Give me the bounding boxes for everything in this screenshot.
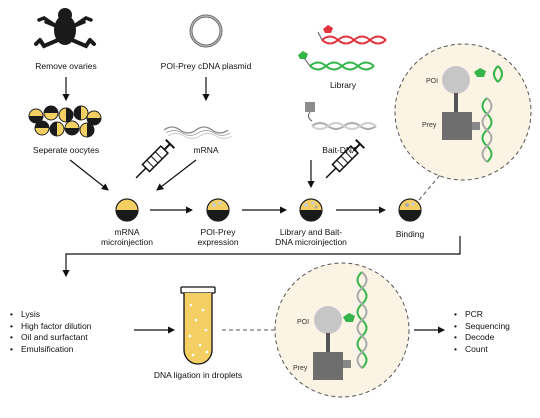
prey-label-top: Prey xyxy=(422,122,437,129)
frog-icon xyxy=(34,8,96,49)
remove-ovaries-label: Remove ovaries xyxy=(35,61,97,71)
library-dna-icon xyxy=(298,25,387,71)
ligation-complex-icon xyxy=(313,271,368,380)
oocytes-icon xyxy=(28,105,102,138)
separate-oocytes-label: Seperate oocytes xyxy=(32,145,100,155)
mrna-label: mRNA xyxy=(193,145,219,155)
droplet-ligation-label: DNA ligation in droplets xyxy=(153,370,243,380)
sample-prep-list: Lysis High factor dilution Oil and surfa… xyxy=(10,309,91,355)
library-microinjection-label: Library and Bait- DNA microinjection xyxy=(275,227,347,247)
library-label: Library xyxy=(330,80,356,90)
bait-dna-label: Bait-DNA xyxy=(322,145,358,155)
binding-label: Binding xyxy=(395,229,425,239)
flow-arrows xyxy=(62,77,461,334)
oocyte-library-icon xyxy=(299,198,323,222)
poi-label-bottom: POI xyxy=(297,319,310,326)
syringe-icon xyxy=(135,139,175,179)
list-item: Emulsification xyxy=(10,344,91,356)
poi-prey-expression-label: POI-Prey expression xyxy=(197,227,239,247)
list-item: Decode xyxy=(454,332,510,344)
list-item: Sequencing xyxy=(454,321,510,333)
oocyte-expression-icon xyxy=(206,198,230,222)
mrna-icon xyxy=(163,126,233,139)
list-item: Count xyxy=(454,344,510,356)
oocyte-mrna-icon xyxy=(115,198,139,222)
list-item: Oil and surfactant xyxy=(10,332,91,344)
readout-list: PCR Sequencing Decode Count xyxy=(454,309,510,355)
mrna-microinjection-label: mRNA microinjection xyxy=(101,227,153,247)
list-item: PCR xyxy=(454,309,510,321)
plasmid-icon xyxy=(189,14,223,48)
prey-label-bottom: Prey xyxy=(293,365,308,372)
binding-complex-icon xyxy=(442,65,503,163)
syringe-icon xyxy=(325,139,365,179)
list-item: Lysis xyxy=(10,309,91,321)
poi-label-top: POI xyxy=(426,78,439,85)
oocyte-binding-icon xyxy=(398,198,422,222)
bait-dna-icon xyxy=(305,102,377,130)
plasmid-label: POI-Prey cDNA plasmid xyxy=(160,61,252,71)
zoom-connectors xyxy=(222,174,441,331)
list-item: High factor dilution xyxy=(10,321,91,333)
droplet-tube-icon xyxy=(180,286,216,365)
